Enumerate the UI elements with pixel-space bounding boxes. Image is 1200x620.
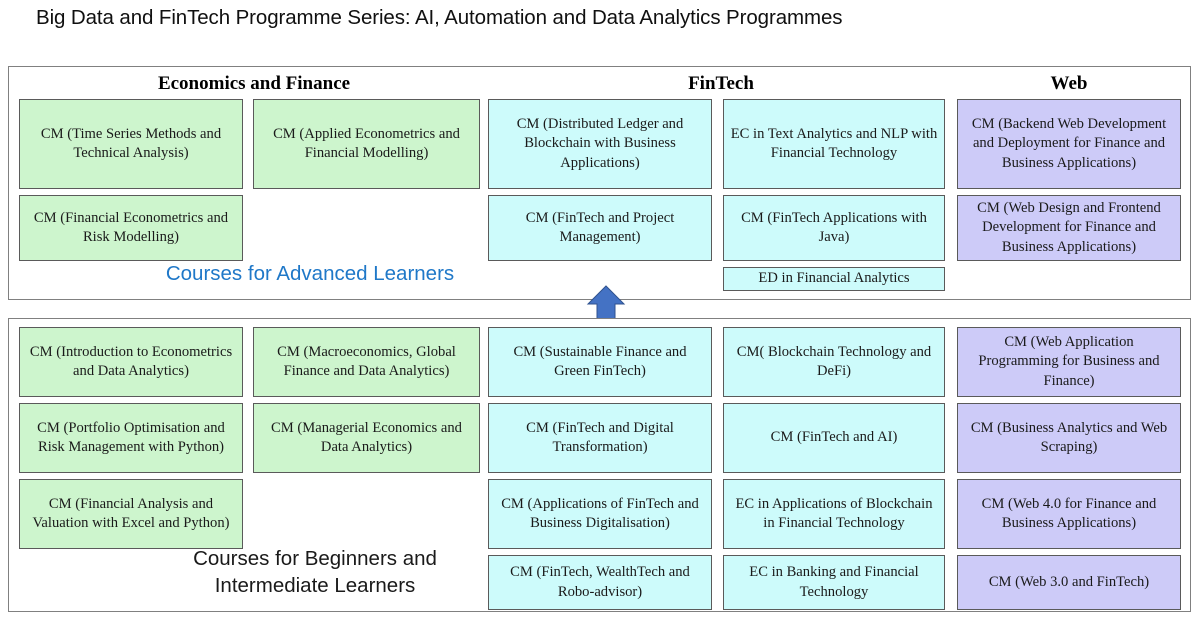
beginner-economics-column-2: CM (Macroeconomics, Global Finance and D… — [253, 327, 480, 479]
course-box[interactable]: EC in Applications of Blockchain in Fina… — [723, 479, 945, 549]
course-box[interactable]: CM (Financial Analysis and Valuation wit… — [19, 479, 243, 549]
course-box[interactable]: CM (FinTech and Digital Transformation) — [488, 403, 712, 473]
advanced-learners-panel: Economics and Finance FinTech Web CM (Ti… — [8, 66, 1191, 300]
course-box[interactable]: CM( Blockchain Technology and DeFi) — [723, 327, 945, 397]
course-box[interactable]: ED in Financial Analytics — [723, 267, 945, 291]
advanced-fintech-column-2: EC in Text Analytics and NLP with Financ… — [723, 99, 945, 297]
beginner-learners-caption: Courses for Beginners and Intermediate L… — [193, 547, 437, 598]
course-box[interactable]: CM (Applied Econometrics and Financial M… — [253, 99, 480, 189]
advanced-web-column: CM (Backend Web Development and Deployme… — [957, 99, 1181, 267]
page-title: Big Data and FinTech Programme Series: A… — [36, 6, 843, 29]
advanced-learners-caption: Courses for Advanced Learners — [165, 262, 455, 285]
course-box[interactable]: CM (Time Series Methods and Technical An… — [19, 99, 243, 189]
column-header-web: Web — [1050, 73, 1088, 94]
beginner-fintech-column-1: CM (Sustainable Finance and Green FinTec… — [488, 327, 712, 616]
course-box[interactable]: CM (Applications of FinTech and Business… — [488, 479, 712, 549]
course-box[interactable]: CM (Web Application Programming for Busi… — [957, 327, 1181, 397]
beginner-learners-panel: CM (Introduction to Econometrics and Dat… — [8, 318, 1191, 612]
advanced-economics-column-1: CM (Time Series Methods and Technical An… — [19, 99, 243, 267]
advanced-fintech-column-1: CM (Distributed Ledger and Blockchain wi… — [488, 99, 712, 267]
course-box[interactable]: CM (Introduction to Econometrics and Dat… — [19, 327, 243, 397]
beginner-economics-column-1: CM (Introduction to Econometrics and Dat… — [19, 327, 243, 555]
course-box[interactable]: CM (Sustainable Finance and Green FinTec… — [488, 327, 712, 397]
course-box[interactable]: CM (Web 3.0 and FinTech) — [957, 555, 1181, 610]
column-header-economics-and-finance: Economics and Finance — [157, 73, 351, 94]
course-box[interactable]: CM (Macroeconomics, Global Finance and D… — [253, 327, 480, 397]
course-box[interactable]: CM (FinTech and AI) — [723, 403, 945, 473]
column-header-fintech: FinTech — [688, 73, 754, 94]
course-box[interactable]: CM (FinTech, WealthTech and Robo-advisor… — [488, 555, 712, 610]
course-box[interactable]: CM (Web 4.0 for Finance and Business App… — [957, 479, 1181, 549]
course-box[interactable]: CM (Managerial Economics and Data Analyt… — [253, 403, 480, 473]
course-box[interactable]: CM (Web Design and Frontend Development … — [957, 195, 1181, 261]
course-box[interactable]: EC in Banking and Financial Technology — [723, 555, 945, 610]
beginner-web-column: CM (Web Application Programming for Busi… — [957, 327, 1181, 616]
course-box[interactable]: CM (FinTech Applications with Java) — [723, 195, 945, 261]
beginner-fintech-column-2: CM( Blockchain Technology and DeFi) CM (… — [723, 327, 945, 616]
course-box[interactable]: EC in Text Analytics and NLP with Financ… — [723, 99, 945, 189]
course-box[interactable]: CM (Financial Econometrics and Risk Mode… — [19, 195, 243, 261]
course-box[interactable]: CM (Backend Web Development and Deployme… — [957, 99, 1181, 189]
course-box[interactable]: CM (FinTech and Project Management) — [488, 195, 712, 261]
advanced-economics-column-2: CM (Applied Econometrics and Financial M… — [253, 99, 480, 195]
course-box[interactable]: CM (Distributed Ledger and Blockchain wi… — [488, 99, 712, 189]
course-box[interactable]: CM (Portfolio Optimisation and Risk Mana… — [19, 403, 243, 473]
course-box[interactable]: CM (Business Analytics and Web Scraping) — [957, 403, 1181, 473]
